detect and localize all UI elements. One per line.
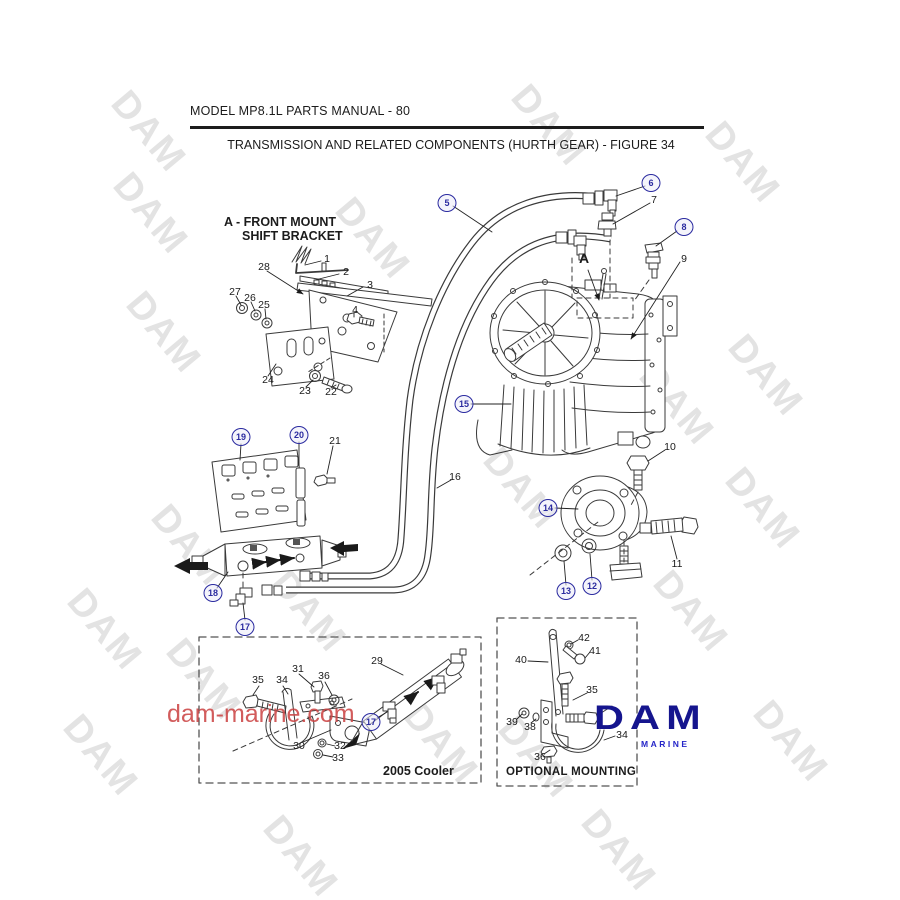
part-callout-35: 35 xyxy=(586,683,598,696)
part-callout-22: 22 xyxy=(325,385,337,398)
part-callout-26: 26 xyxy=(244,291,256,304)
part-callout-24: 24 xyxy=(262,373,274,386)
figure-title: TRANSMISSION AND RELATED COMPONENTS (HUR… xyxy=(227,138,675,152)
reference-dashed-lines xyxy=(232,239,650,752)
marker-a-label: A xyxy=(579,250,590,266)
part-callout-27: 27 xyxy=(229,285,241,298)
part-callout-30: 30 xyxy=(293,739,305,752)
part-callout-23: 23 xyxy=(299,384,311,397)
part-callout-36: 36 xyxy=(534,750,546,763)
part-callout-11: 11 xyxy=(671,557,683,570)
site-url-watermark: dam-marine.com xyxy=(167,700,355,728)
oil-hoses-drawing xyxy=(286,192,614,594)
part-callout-4: 4 xyxy=(352,303,358,316)
section-a-line1: A - FRONT MOUNT xyxy=(224,215,337,229)
cooler-box-caption: 2005 Cooler xyxy=(383,764,454,778)
part-callout-28: 28 xyxy=(258,260,270,273)
part-callout-8[interactable]: 8 xyxy=(674,218,694,236)
part-callout-35: 35 xyxy=(252,673,264,686)
part-callout-33: 33 xyxy=(332,751,344,764)
part-callout-16: 16 xyxy=(449,470,461,483)
part-callout-31: 31 xyxy=(292,662,304,675)
part-callout-34: 34 xyxy=(616,728,628,741)
header-rule xyxy=(190,126,704,129)
part-callout-19[interactable]: 19 xyxy=(231,428,251,446)
part-callout-18[interactable]: 18 xyxy=(203,584,223,602)
logo-dam: DAM xyxy=(594,699,707,737)
part-callout-38: 38 xyxy=(524,720,536,733)
optional-box-caption: OPTIONAL MOUNTING xyxy=(506,766,637,778)
part-callout-36: 36 xyxy=(318,669,330,682)
part-callout-9: 9 xyxy=(681,252,687,265)
part-callout-10: 10 xyxy=(664,440,676,453)
part-callout-34: 34 xyxy=(276,673,288,686)
logo-marine: MARINE xyxy=(641,739,690,749)
part-callout-41: 41 xyxy=(589,644,601,657)
part-callout-17[interactable]: 17 xyxy=(235,618,255,636)
part-callout-12[interactable]: 12 xyxy=(582,577,602,595)
part-callout-7: 7 xyxy=(651,193,657,206)
part-callout-5[interactable]: 5 xyxy=(437,194,457,212)
part-callout-14[interactable]: 14 xyxy=(538,499,558,517)
fittings-drawing xyxy=(555,189,664,279)
part-callout-32: 32 xyxy=(334,739,346,752)
part-callout-13[interactable]: 13 xyxy=(556,582,576,600)
section-a-label: A - FRONT MOUNT SHIFT BRACKET xyxy=(224,215,343,243)
part-callout-21: 21 xyxy=(329,434,341,447)
part-callout-17[interactable]: 17 xyxy=(361,713,381,731)
optional-mounting-box-drawing xyxy=(496,617,638,787)
part-callout-42: 42 xyxy=(578,631,590,644)
mount-plate-cooler-drawing xyxy=(174,449,358,607)
part-callout-29: 29 xyxy=(371,654,383,667)
shift-bracket-drawing xyxy=(236,245,433,394)
output-flange-drawing xyxy=(554,455,699,581)
part-callout-6[interactable]: 6 xyxy=(641,174,661,192)
section-a-line2: SHIFT BRACKET xyxy=(242,229,343,243)
manual-header: MODEL MP8.1L PARTS MANUAL - 80 xyxy=(190,104,411,118)
part-callout-2: 2 xyxy=(343,265,349,278)
part-callout-15[interactable]: 15 xyxy=(454,395,474,413)
part-callout-39: 39 xyxy=(506,715,518,728)
part-callout-25: 25 xyxy=(258,298,270,311)
part-callout-20[interactable]: 20 xyxy=(289,426,309,444)
transmission-drawing xyxy=(476,268,678,456)
part-callout-40: 40 xyxy=(515,653,527,666)
part-callout-3: 3 xyxy=(367,278,373,291)
callout-leader-lines xyxy=(216,185,681,758)
part-callout-1: 1 xyxy=(324,252,330,265)
